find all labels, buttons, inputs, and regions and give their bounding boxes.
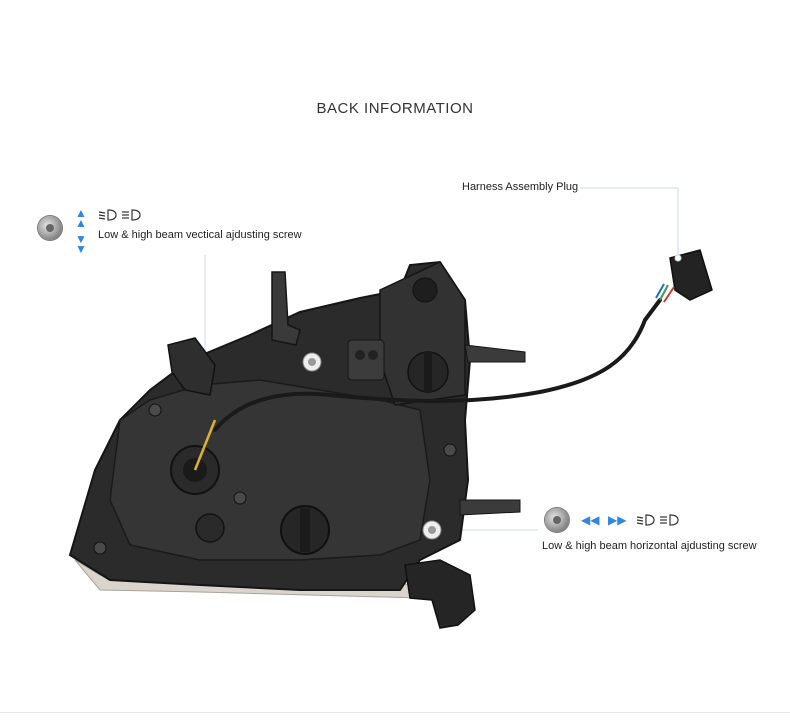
chevron-up-icon: ▲ xyxy=(75,216,87,230)
chevron-left-icon: ◀◀ xyxy=(581,513,600,527)
housing-screw xyxy=(148,403,162,417)
chevron-up-icon: ▲ xyxy=(75,206,87,220)
yellow-wire xyxy=(193,419,217,471)
page-title: BACK INFORMATION xyxy=(316,100,474,117)
left-mount-tab xyxy=(167,337,216,396)
screw-icon xyxy=(545,508,569,532)
chevron-down-icon: ▼ xyxy=(75,242,87,256)
upper-bracket xyxy=(271,271,301,346)
wire-harness xyxy=(213,298,662,432)
harness-plug-marker xyxy=(674,254,682,262)
horizontal-adjusting-screw-label: Low & high beam horizontal ajdusting scr… xyxy=(542,540,757,552)
bottom-mount xyxy=(404,559,476,629)
screw-icon xyxy=(38,216,62,240)
housing-screw xyxy=(93,541,107,555)
chevron-down-icon: ▼ xyxy=(75,232,87,246)
harness-plug xyxy=(669,249,713,301)
lower-cap xyxy=(195,513,225,543)
right-bracket-lower xyxy=(459,499,521,516)
high-beam-icon xyxy=(636,514,679,526)
inner-panel xyxy=(109,379,431,561)
chevron-right-icon: ▶▶ xyxy=(608,513,627,527)
vertical-adjusting-screw-label: Low & high beam vectical ajdusting screw xyxy=(98,229,302,241)
bottom-divider xyxy=(0,712,790,713)
top-module-cap xyxy=(412,277,438,303)
housing-screw xyxy=(233,491,247,505)
housing-screw xyxy=(443,443,457,457)
connector-block xyxy=(347,339,385,381)
harness-assembly-plug-label: Harness Assembly Plug xyxy=(462,181,579,193)
right-bracket-upper xyxy=(464,344,526,363)
low-beam-icon xyxy=(98,209,141,221)
module-vent-slot xyxy=(424,352,432,392)
